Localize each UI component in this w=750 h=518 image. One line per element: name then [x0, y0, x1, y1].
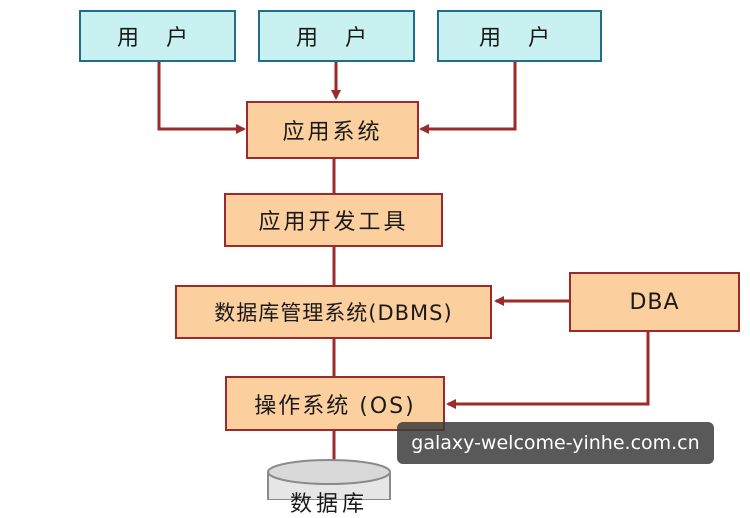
arrow-user3-to-app: [419, 62, 517, 134]
database-cylinder-icon: [267, 459, 391, 500]
arrow-dba-to-os: [446, 332, 650, 409]
database-label: 数据库: [289, 492, 368, 517]
arrow-user1-to-app: [157, 62, 246, 134]
os-box: 操作系统 (OS): [225, 376, 445, 431]
user-box-1: 用 户: [79, 10, 236, 62]
watermark: galaxy-welcome-yinhe.com.cn: [397, 422, 714, 464]
dba-box: DBA: [569, 272, 740, 332]
app-system-box: 应用系统: [246, 101, 419, 159]
dev-tools-box: 应用开发工具: [224, 193, 443, 247]
dbms-box: 数据库管理系统(DBMS): [175, 285, 492, 339]
architecture-diagram: 用 户 用 户 用 户 应用系统 应用开发工具 数据库管理系统(DBMS) DB…: [79, 10, 740, 517]
user-box-3: 用 户: [437, 10, 602, 62]
user-box-2: 用 户: [258, 10, 415, 62]
connector-layer: [157, 62, 650, 500]
